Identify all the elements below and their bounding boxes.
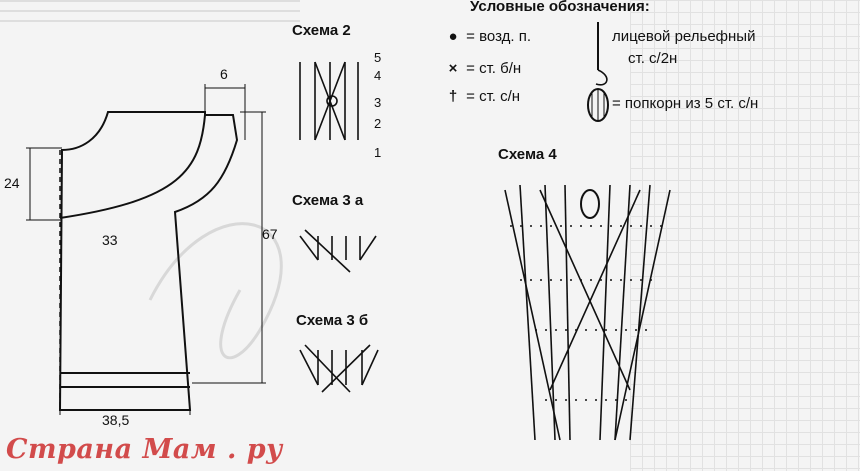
site-watermark: Страна Мам . ру xyxy=(6,434,283,465)
armhole-line xyxy=(59,114,206,219)
scheme-2-row-3: 3 xyxy=(374,95,382,110)
legend-sc: × = ст. б/н xyxy=(444,60,522,77)
legend-title: Условные обозначения: xyxy=(470,0,650,15)
legend-raised-dc-text: лицевой рельефный xyxy=(612,28,756,45)
scheme-3a-title: Схема 3 а xyxy=(292,192,364,209)
legend-popcorn-text: = попкорн из 5 ст. с/н xyxy=(612,95,759,112)
scheme-2-chart xyxy=(299,61,359,141)
legend-raised-dc: лицевой рельефный xyxy=(612,28,755,45)
legend-sc-symbol: × xyxy=(448,60,458,77)
legend-sc-text: = ст. б/н xyxy=(466,60,522,77)
scheme-2-row-4: 4 xyxy=(374,68,382,83)
background-text xyxy=(0,0,300,30)
legend-raised-dc-text2: ст. с/2н xyxy=(628,50,678,67)
scheme-3a-chart xyxy=(299,229,377,273)
background-grid xyxy=(630,0,860,471)
scheme-3b-title: Схема 3 б xyxy=(296,312,369,329)
watermark-swirl xyxy=(148,222,283,360)
dim-bottom-label: 38,5 xyxy=(102,412,130,428)
scheme-3b-chart xyxy=(299,344,379,393)
legend-dc-text: = ст. с/н xyxy=(466,88,521,105)
legend-raised-dc-line2: ст. с/2н xyxy=(628,50,677,67)
legend-chain-text: = возд. п. xyxy=(466,28,531,45)
legend-popcorn: = попкорн из 5 ст. с/н xyxy=(612,95,758,112)
scheme-2-row-2: 2 xyxy=(374,116,382,131)
scheme-4-chart xyxy=(504,184,671,441)
scheme-4-title: Схема 4 xyxy=(498,146,557,163)
body-outline xyxy=(58,111,239,411)
dim-sleeve-label: 24 xyxy=(4,175,20,191)
dim-width-label: 33 xyxy=(102,232,118,248)
legend-chain-symbol: ● xyxy=(448,28,458,45)
dim-height-label: 67 xyxy=(262,226,278,242)
scheme-2-row-5: 5 xyxy=(374,50,382,65)
scheme-2-row-1: 1 xyxy=(374,145,382,160)
legend-dc: † = ст. с/н xyxy=(444,88,520,105)
legend-chain: ● = возд. п. xyxy=(444,28,531,45)
legend-dc-symbol: † xyxy=(448,88,458,105)
dim-top-label: 6 xyxy=(220,66,228,82)
scheme-2-title: Схема 2 xyxy=(292,22,351,39)
